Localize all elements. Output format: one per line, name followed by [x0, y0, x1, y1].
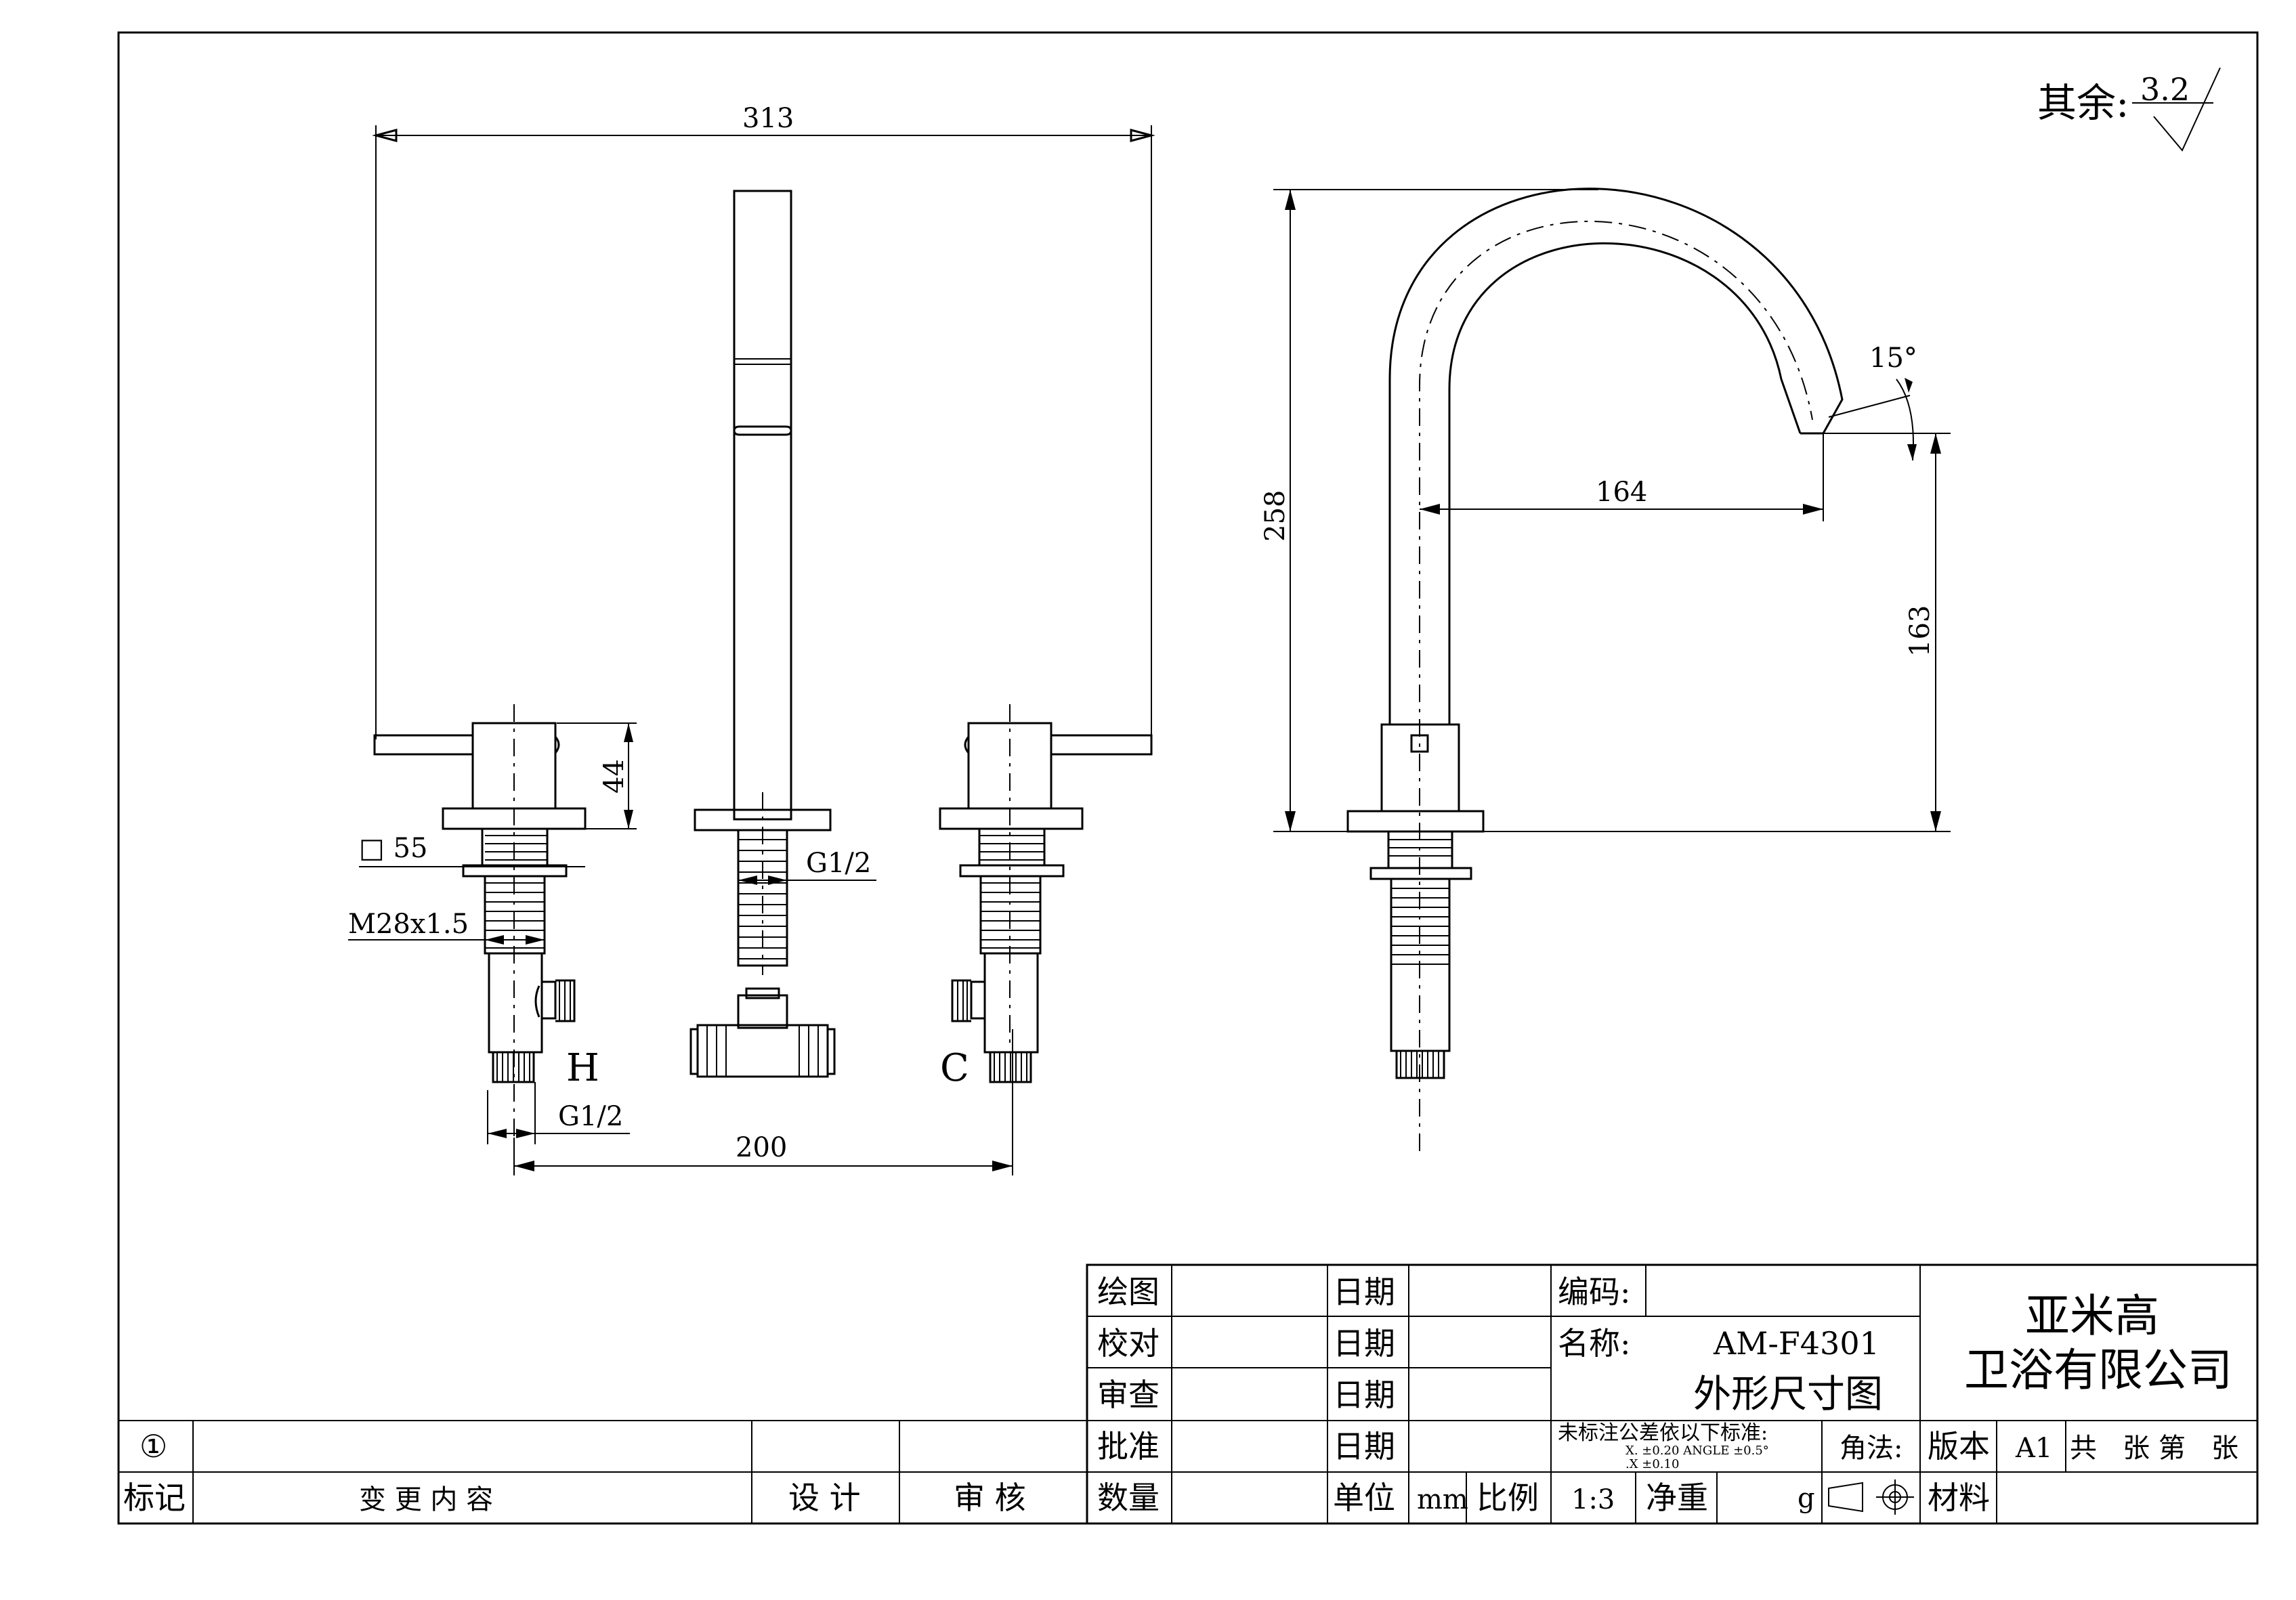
side-view: 258 164 163 15° — [1260, 188, 1951, 1151]
date-label-3: 日期 — [1333, 1377, 1395, 1413]
date-label-1: 日期 — [1333, 1274, 1395, 1310]
scale-label: 比例 — [1476, 1479, 1539, 1516]
spout-inner — [1448, 242, 1802, 725]
spray-face — [733, 425, 792, 436]
dim-square-55-label: □ 55 — [359, 833, 427, 864]
roughness-prefix: 其余: — [2037, 80, 2129, 126]
approve-label: 批准 — [1097, 1428, 1160, 1465]
dim-m28-label: M28x1.5 — [348, 909, 469, 940]
dim-164-label: 164 — [1596, 477, 1647, 508]
material-label: 材料 — [1928, 1479, 1990, 1516]
dim-g12-left-label: G1/2 — [558, 1101, 623, 1132]
dim-258-label: 258 — [1260, 490, 1291, 542]
revision-change-label: 变 更 内 容 — [359, 1484, 493, 1515]
revision-audit-label: 审 核 — [954, 1479, 1026, 1516]
dim-thread-m28: M28x1.5 — [348, 909, 545, 945]
code-label: 编码: — [1558, 1274, 1631, 1310]
dim-angle-15: 15° — [1828, 343, 1917, 461]
revision-row-mark: ① — [140, 1428, 167, 1465]
projection-label: 角法: — [1840, 1433, 1902, 1464]
weight-label: 净重 — [1646, 1479, 1708, 1516]
company-name-line-1: 亚米高 — [2025, 1290, 2159, 1342]
dim-handle-height: 44 — [557, 722, 637, 829]
dim-thread-g12-left: G1/2 — [487, 1082, 630, 1144]
company-name-line-2: 卫浴有限公司 — [1964, 1344, 2232, 1396]
version-value: A1 — [2015, 1433, 2052, 1464]
dim-square-55: □ 55 — [359, 833, 585, 867]
dim-overall-width: 313 — [372, 103, 1155, 739]
weight-unit: g — [1798, 1483, 1815, 1514]
scale-value: 1:3 — [1571, 1484, 1615, 1515]
spout-outer — [1388, 188, 1844, 725]
hot-label: H — [566, 1046, 599, 1090]
projection-symbol-icon — [1828, 1479, 1914, 1515]
date-label-4: 日期 — [1333, 1428, 1395, 1465]
unit-value: mm — [1417, 1484, 1468, 1515]
dim-44-label: 44 — [599, 759, 630, 794]
drawing-title: 外形尺寸图 — [1693, 1372, 1883, 1417]
cold-valve: C — [939, 704, 1153, 1090]
cold-label: C — [940, 1046, 969, 1090]
name-label: 名称: — [1558, 1325, 1631, 1362]
surface-roughness-note: 其余: 3.2 — [2037, 67, 2221, 152]
revision-design-label: 设 计 — [788, 1479, 861, 1516]
roughness-check-symbol — [2132, 67, 2221, 152]
quantity-label: 数量 — [1097, 1479, 1160, 1516]
title-block: 绘图 校对 审查 批准 数量 日期 日期 日期 日期 单位 mm 比例 1:3 … — [119, 1263, 2259, 1525]
model-number: AM-F4301 — [1713, 1325, 1879, 1362]
drawing-border — [117, 31, 2259, 1525]
version-label: 版本 — [1928, 1428, 1990, 1465]
dim-height-258: 258 — [1260, 189, 1598, 832]
unit-label: 单位 — [1333, 1479, 1395, 1516]
sheet-count: 共 张 第 张 — [2070, 1433, 2238, 1464]
tolerance-line-1: X. ±0.20 ANGLE ±0.5° — [1625, 1444, 1769, 1458]
check-label: 校对 — [1097, 1325, 1160, 1362]
dim-15-label: 15° — [1869, 343, 1917, 374]
dim-g12-center-label: G1/2 — [806, 848, 871, 879]
review-label: 审查 — [1097, 1377, 1160, 1413]
tolerance-title: 未标注公差依以下标准: — [1558, 1421, 1768, 1445]
dim-200-label: 200 — [736, 1132, 787, 1163]
spout-centerline — [1419, 221, 1813, 1151]
roughness-value: 3.2 — [2140, 71, 2190, 108]
dim-spacing-200: 200 — [513, 1029, 1013, 1175]
front-view: 313 H 44 — [348, 103, 1155, 1175]
draw-label: 绘图 — [1097, 1274, 1160, 1310]
date-label-2: 日期 — [1333, 1325, 1395, 1362]
handshower-center: G1/2 — [689, 190, 876, 1078]
hot-valve: H — [373, 704, 599, 1138]
tolerance-line-2: .X ±0.10 — [1625, 1457, 1679, 1471]
revision-mark-label: 标记 — [123, 1479, 186, 1516]
dim-163-label: 163 — [1905, 605, 1936, 657]
dim-reach-164: 164 — [1420, 433, 1824, 521]
dim-outlet-163: 163 — [1483, 433, 1951, 832]
dim-313-label: 313 — [742, 103, 794, 134]
